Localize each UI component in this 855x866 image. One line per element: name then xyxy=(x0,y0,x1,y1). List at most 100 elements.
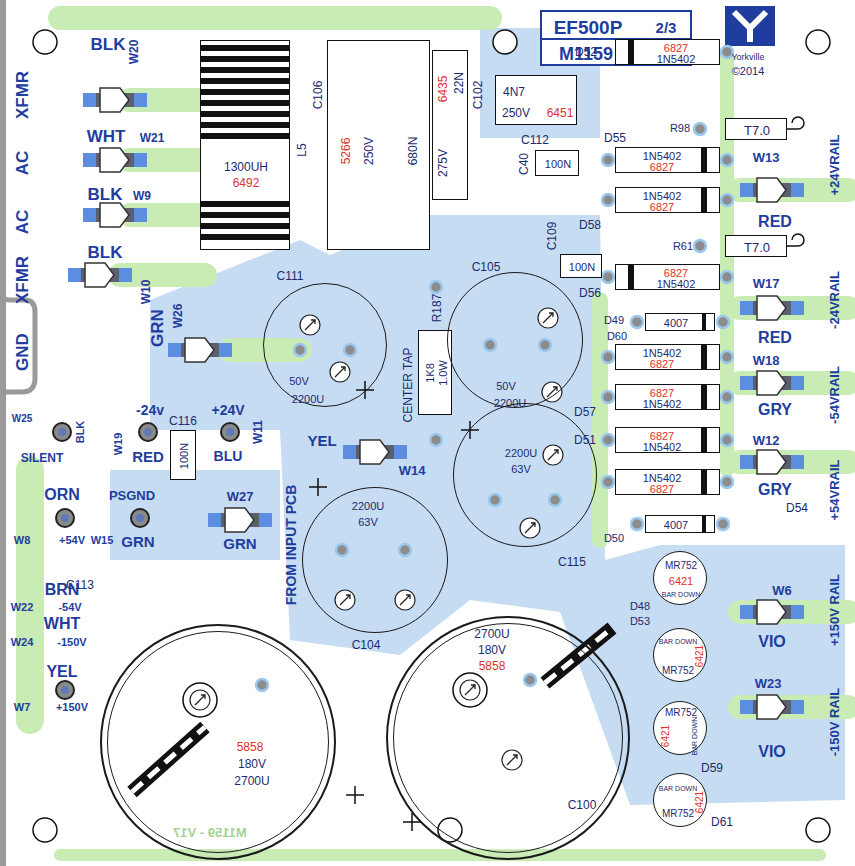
reference-designator: R98 xyxy=(670,123,690,134)
silk-label: W11 xyxy=(252,420,264,444)
reference-designator: R61 xyxy=(673,241,693,252)
component-marking: 6827 xyxy=(650,484,674,495)
component-marking: BAR DOWN xyxy=(691,717,698,756)
silk-label: W8 xyxy=(14,535,31,546)
silk-label: W9 xyxy=(133,190,151,202)
reference-designator: C104 xyxy=(352,639,381,651)
winding-stripe xyxy=(201,100,289,106)
diode-outline: MR7526421BAR DOWN xyxy=(653,701,707,755)
capacitor-outline: 2700U180V5858 xyxy=(386,616,630,860)
component-marking: T7.0 xyxy=(744,124,770,137)
silk-label: W26 xyxy=(172,304,184,329)
component-marking: 100N xyxy=(179,443,190,469)
winding-stripe xyxy=(201,111,289,117)
cathode-bar xyxy=(701,385,707,409)
reference-designator: R187 xyxy=(431,294,443,323)
component-marking: 6827 xyxy=(650,359,674,370)
board-edge xyxy=(3,0,35,866)
component-marking: 6827 xyxy=(664,268,688,279)
reference-designator: C100 xyxy=(568,799,597,811)
winding-stripe xyxy=(201,122,289,128)
component-marking: 1300UH xyxy=(224,161,268,173)
fuse-body: T7.0 xyxy=(725,235,787,257)
silk-label: RED xyxy=(758,330,792,346)
reference-designator: C111 xyxy=(277,270,304,282)
diode-body: 68271N5402 xyxy=(615,427,720,453)
component-marking: 2200U xyxy=(292,394,324,405)
component-marking: 1N5402 xyxy=(643,399,682,410)
diode-outline: BAR DOWNMR7526421 xyxy=(653,773,707,827)
diode-outline: BAR DOWNMR7526421 xyxy=(653,628,707,682)
silk-label: W6 xyxy=(772,584,792,597)
component-marking: 1N5402 xyxy=(643,442,682,453)
component-marking: 4007 xyxy=(664,318,688,329)
component-marking: 63V xyxy=(511,464,531,475)
reference-designator: Yorkville xyxy=(731,53,764,62)
silk-label: GRY xyxy=(758,402,792,418)
silk-label: GND xyxy=(14,333,31,371)
component-marking: 5858 xyxy=(237,741,264,753)
cathode-bar xyxy=(702,516,706,532)
component-marking: 2200U xyxy=(352,501,384,512)
winding-stripe xyxy=(201,45,289,51)
silk-label: W17 xyxy=(753,277,780,290)
component-marking: 2200U xyxy=(505,448,537,459)
silk-label: GRN xyxy=(223,536,256,551)
component-marking: 100N xyxy=(569,262,595,273)
silk-label: -54VRAIL xyxy=(828,366,841,424)
reference-designator: ©2014 xyxy=(732,66,765,77)
silk-label: BLK xyxy=(88,244,123,261)
silk-label: VIO xyxy=(758,634,786,650)
winding-stripe xyxy=(201,223,289,229)
component-marking: 50V xyxy=(289,376,309,387)
silk-label: W19 xyxy=(113,433,124,456)
cathode-bar xyxy=(701,428,707,452)
copper-pour xyxy=(110,28,845,805)
component-marking: 6435 xyxy=(437,76,449,103)
polarity-plus xyxy=(309,381,479,831)
reference-designator: C105 xyxy=(472,261,501,273)
reference-designator: C40 xyxy=(518,153,530,175)
component-marking: 1N5402 xyxy=(657,279,696,290)
capacitor-outline: 50V2200U xyxy=(447,272,583,408)
reference-designator: C116 xyxy=(169,415,197,427)
capacitor-inner-ring xyxy=(393,623,623,853)
component-marking: 6492 xyxy=(233,177,260,189)
wire-pad xyxy=(53,423,239,699)
component-marking: T7.0 xyxy=(744,241,770,254)
silk-label: W15 xyxy=(91,535,114,546)
silk-label: W23 xyxy=(755,677,782,690)
winding-stripe xyxy=(201,212,289,218)
component-marking: 1N5402 xyxy=(643,151,682,162)
capacitor-outline: 50V 2200U xyxy=(263,283,387,407)
silk-label: W22 xyxy=(11,602,34,613)
silk-label: GRY xyxy=(758,482,792,498)
silk-label: W25 xyxy=(12,414,33,424)
component-marking: 2/3 xyxy=(656,20,677,35)
winding-stripe xyxy=(201,133,289,139)
reference-designator: D49 xyxy=(604,315,624,326)
component-marking: 275V xyxy=(437,149,449,177)
component-marking: MR752 xyxy=(665,708,697,718)
diode-body: 1N54026827 xyxy=(615,344,720,370)
component-marking: 6827 xyxy=(650,202,674,213)
silk-label: AC xyxy=(14,210,31,235)
reference-designator: D50 xyxy=(604,533,624,544)
silk-label: BLU xyxy=(214,449,243,463)
component-marking: 6827 xyxy=(650,162,674,173)
silk-label: PSGND xyxy=(109,489,155,502)
yorkville-logo xyxy=(725,6,775,46)
silk-label: YEL xyxy=(307,433,336,448)
component-marking: 4007 xyxy=(664,520,688,531)
diode-body: 4007 xyxy=(645,313,715,331)
reference-designator: D48 xyxy=(630,601,650,612)
silk-label: W10 xyxy=(140,280,152,305)
reference-designator: C109 xyxy=(546,222,558,251)
capacitor-outline: 2200U 63V xyxy=(453,403,597,547)
reference-designator: CENTER TAP xyxy=(402,348,414,423)
winding-stripe xyxy=(201,67,289,73)
silk-label: W18 xyxy=(753,354,780,367)
silk-label: BLK xyxy=(75,421,86,444)
silk-label: -150V RAIL xyxy=(828,688,841,757)
